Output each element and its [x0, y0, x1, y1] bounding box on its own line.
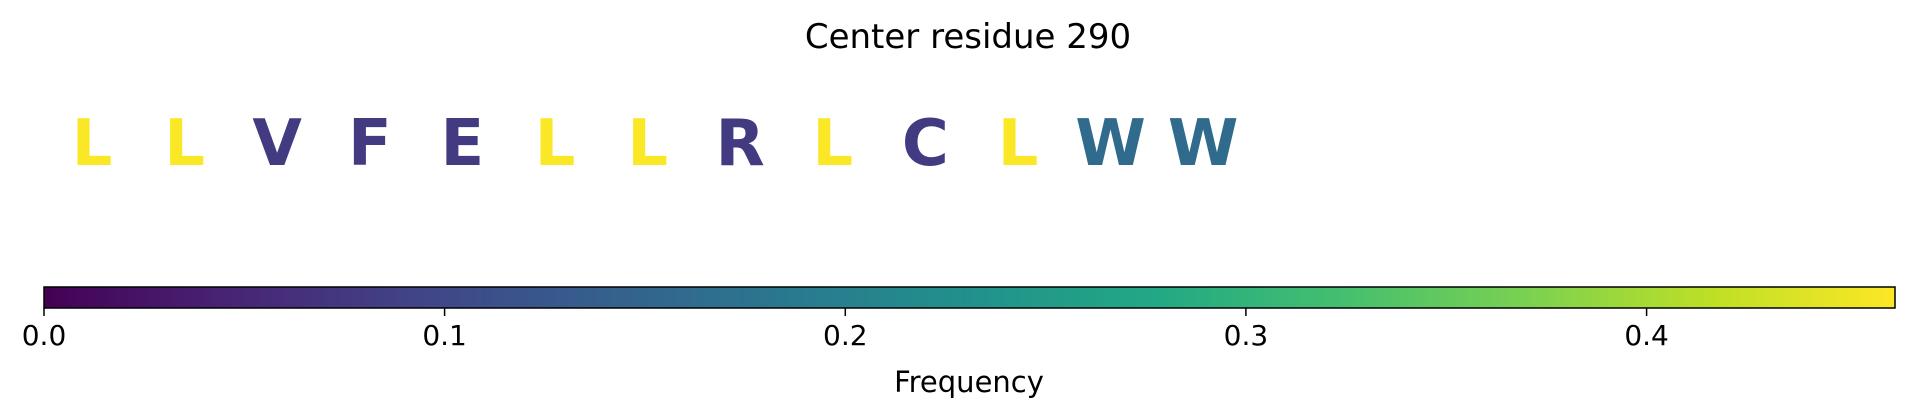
- residue-letter: W: [1168, 107, 1239, 181]
- colorbar-tick-label: 0.2: [823, 319, 868, 352]
- colorbar-tick-label: 0.0: [22, 319, 67, 352]
- colorbar: [43, 286, 1896, 309]
- residue-letter: R: [716, 107, 765, 181]
- residue-letter: E: [441, 107, 485, 181]
- colorbar-tick-label: 0.3: [1224, 319, 1269, 352]
- residue-letter: L: [535, 107, 576, 181]
- residue-letter: L: [72, 107, 113, 181]
- residue-letter: W: [1075, 107, 1146, 181]
- residue-letter: L: [998, 107, 1039, 181]
- colorbar-tick-label: 0.1: [422, 319, 467, 352]
- residue-letter: V: [252, 107, 302, 181]
- colorbar-label: Frequency: [894, 365, 1044, 399]
- residue-letter: L: [812, 107, 853, 181]
- colorbar-axis: 0.0 0.1 0.2 0.3 0.4: [22, 308, 1669, 352]
- residue-letter: F: [348, 107, 392, 181]
- chart-title: Center residue 290: [805, 17, 1131, 57]
- residue-letter: L: [164, 107, 205, 181]
- colorbar-tick-label: 0.4: [1624, 319, 1669, 352]
- residue-letter: L: [627, 107, 668, 181]
- residue-letter: C: [902, 107, 949, 181]
